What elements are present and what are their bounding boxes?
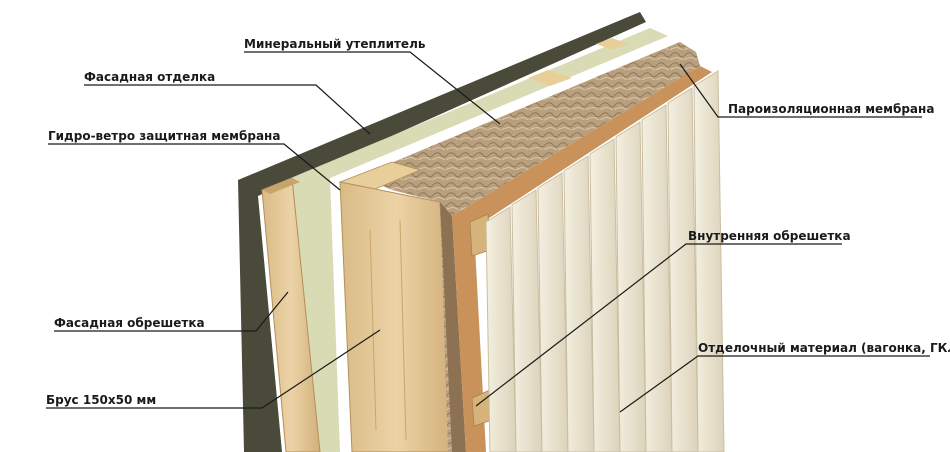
finish-board (485, 206, 517, 452)
finish-board (589, 138, 621, 452)
leader-lines (46, 51, 930, 413)
beam-top-strip (596, 38, 628, 50)
finish-board (537, 172, 569, 452)
facade-finish-layer (238, 12, 646, 452)
label-facade-battens: Фасадная обрешетка (54, 316, 205, 330)
label-inner-battens: Внутренняя обрешетка (688, 229, 851, 243)
finish-board (511, 189, 543, 452)
finish-board (667, 87, 699, 452)
beam-front (339, 181, 453, 452)
label-vapor-membrane: Пароизоляционная мембрана (728, 102, 935, 116)
insulation-side (440, 202, 466, 452)
label-finish-material: Отделочный материал (вагонка, ГКЛ) (698, 341, 950, 355)
wood-grain (369, 229, 377, 431)
insulation-top (360, 42, 696, 190)
beam-top-strip (528, 70, 572, 86)
finish-board (563, 155, 595, 452)
finish-board (693, 70, 725, 452)
finish-board (641, 104, 673, 452)
label-facade-finish: Фасадная отделка (84, 70, 216, 84)
label-beam: Брус 150x50 мм (46, 393, 157, 407)
facade-batten-top (262, 178, 300, 194)
finish-panels (485, 70, 725, 452)
label-wind-membrane: Гидро-ветро защитная мембрана (48, 129, 281, 143)
label-mineral-insulation: Минеральный утеплитель (244, 37, 426, 51)
wood-grain (399, 219, 407, 441)
